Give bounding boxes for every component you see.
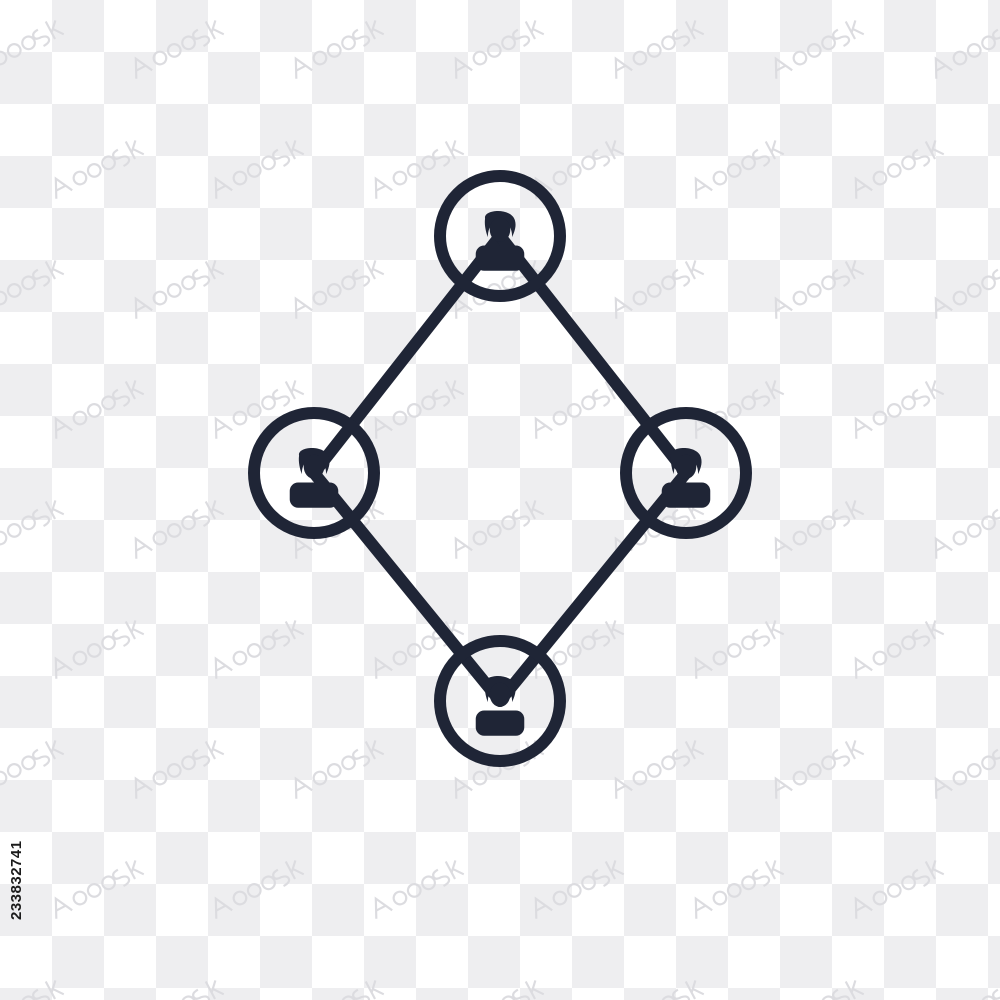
watermark-mark bbox=[926, 255, 1000, 323]
watermark-mark bbox=[846, 615, 946, 683]
node-ring bbox=[434, 170, 566, 302]
watermark-mark bbox=[0, 15, 66, 83]
watermark-mark bbox=[206, 615, 306, 683]
watermark-mark bbox=[926, 975, 1000, 1000]
watermark-mark bbox=[126, 735, 226, 803]
watermark-mark bbox=[846, 135, 946, 203]
watermark-mark bbox=[926, 735, 1000, 803]
watermark-mark bbox=[286, 255, 386, 323]
watermark-mark bbox=[686, 855, 786, 923]
watermark-mark bbox=[286, 975, 386, 1000]
stock-id-label: 233832741 bbox=[8, 840, 25, 920]
network-link bbox=[308, 467, 506, 707]
node-ring bbox=[434, 635, 566, 767]
watermark-mark bbox=[766, 255, 866, 323]
watermark-mark bbox=[846, 375, 946, 443]
network-link bbox=[494, 230, 692, 479]
watermark-mark bbox=[46, 855, 146, 923]
watermark-mark bbox=[0, 975, 66, 1000]
watermark-mark bbox=[606, 15, 706, 83]
watermark-mark bbox=[46, 615, 146, 683]
watermark-mark bbox=[446, 15, 546, 83]
watermark-mark bbox=[686, 615, 786, 683]
watermark-mark bbox=[526, 375, 626, 443]
watermark-mark bbox=[206, 855, 306, 923]
watermark-mark bbox=[606, 255, 706, 323]
watermark-mark bbox=[526, 855, 626, 923]
watermark-mark bbox=[846, 855, 946, 923]
watermark-mark bbox=[446, 495, 546, 563]
watermark-mark bbox=[206, 135, 306, 203]
node-right bbox=[620, 407, 752, 539]
watermark-mark bbox=[0, 255, 66, 323]
watermark-mark bbox=[286, 735, 386, 803]
network-link bbox=[494, 467, 692, 707]
watermark-mark bbox=[606, 735, 706, 803]
node-bottom bbox=[434, 635, 566, 767]
adobe-stock-watermark-pattern bbox=[0, 15, 1000, 1000]
node-ring bbox=[248, 407, 380, 539]
people-network-icon bbox=[248, 170, 752, 767]
watermark-mark bbox=[446, 975, 546, 1000]
watermark-mark bbox=[366, 855, 466, 923]
watermark-mark bbox=[766, 975, 866, 1000]
watermark-mark bbox=[0, 495, 66, 563]
watermark-mark bbox=[686, 135, 786, 203]
watermark-mark bbox=[366, 135, 466, 203]
watermark-mark bbox=[286, 15, 386, 83]
watermark-mark bbox=[126, 255, 226, 323]
watermark-mark bbox=[926, 15, 1000, 83]
watermark-mark bbox=[766, 735, 866, 803]
node-ring bbox=[620, 407, 752, 539]
watermark-mark bbox=[766, 495, 866, 563]
watermark-mark bbox=[46, 135, 146, 203]
watermark-mark bbox=[126, 15, 226, 83]
network-link bbox=[308, 230, 506, 479]
watermark-mark bbox=[126, 495, 226, 563]
watermark-mark bbox=[126, 975, 226, 1000]
watermark-mark bbox=[926, 495, 1000, 563]
node-left bbox=[248, 407, 380, 539]
watermark-mark bbox=[46, 375, 146, 443]
watermark-mark bbox=[766, 15, 866, 83]
node-top bbox=[434, 170, 566, 302]
watermark-mark bbox=[606, 975, 706, 1000]
